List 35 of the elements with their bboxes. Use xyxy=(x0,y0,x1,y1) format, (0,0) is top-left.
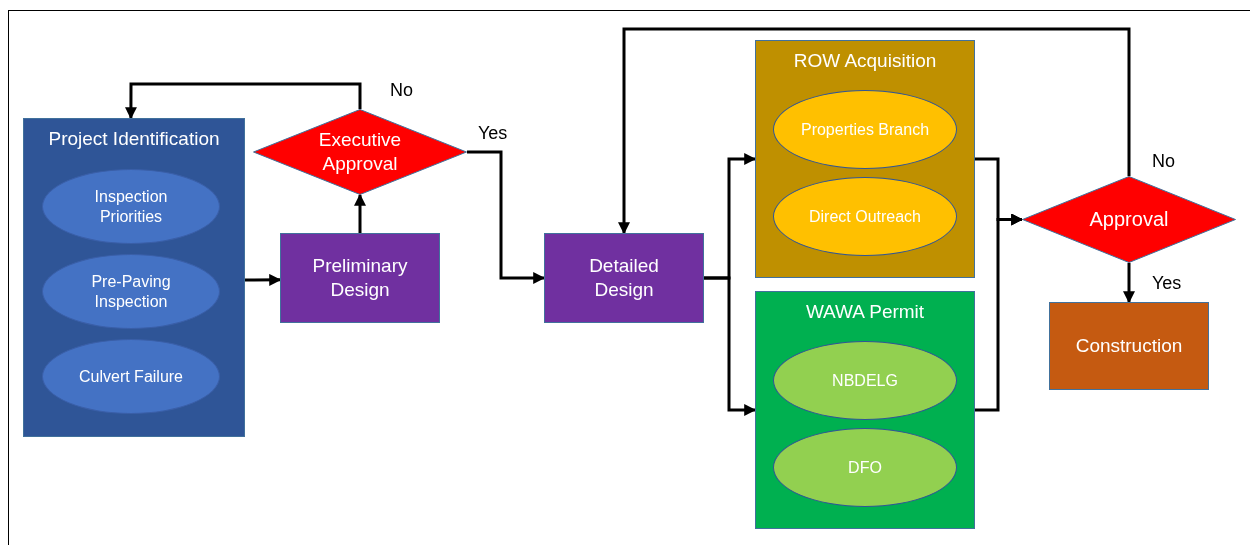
decision-diamond xyxy=(253,109,467,195)
node-label: Properties Branch xyxy=(800,119,930,140)
process-box xyxy=(544,233,704,323)
group-panel xyxy=(23,118,245,437)
process-box xyxy=(1049,302,1209,390)
decision-diamond xyxy=(1022,176,1236,263)
node-label: ROW Acquisition xyxy=(793,49,937,73)
node-label: Preliminary Design xyxy=(311,254,409,302)
arrow xyxy=(704,276,757,416)
arrow xyxy=(354,193,366,233)
arrow xyxy=(124,82,362,120)
arrow xyxy=(618,27,1131,235)
group-panel xyxy=(755,40,975,278)
node-label: WAWA Permit xyxy=(805,300,925,324)
edge-label: Yes xyxy=(476,124,510,142)
node-label: Culvert Failure xyxy=(79,366,183,387)
arrow xyxy=(467,150,546,284)
node-label: NBDELG xyxy=(832,370,898,391)
arrow xyxy=(1123,263,1135,304)
node-label: Construction xyxy=(1075,334,1183,358)
group-panel xyxy=(755,291,975,529)
process-box xyxy=(280,233,440,323)
node-label: Inspection Priorities xyxy=(93,186,169,227)
node-label: Project Identification xyxy=(48,127,220,151)
node-label: Executive Approval xyxy=(317,128,403,176)
edge-label: No xyxy=(1150,152,1177,170)
arrow xyxy=(245,273,282,286)
node-label: Detailed Design xyxy=(588,254,660,302)
arrow xyxy=(975,213,1024,412)
node-label: Direct Outreach xyxy=(808,206,921,227)
node-label: Approval xyxy=(1089,207,1169,232)
node-label: DFO xyxy=(848,457,882,478)
edge-label: No xyxy=(388,81,415,99)
node-label: Pre-Paving Inspection xyxy=(90,271,172,312)
edge-label: Yes xyxy=(1150,274,1184,292)
